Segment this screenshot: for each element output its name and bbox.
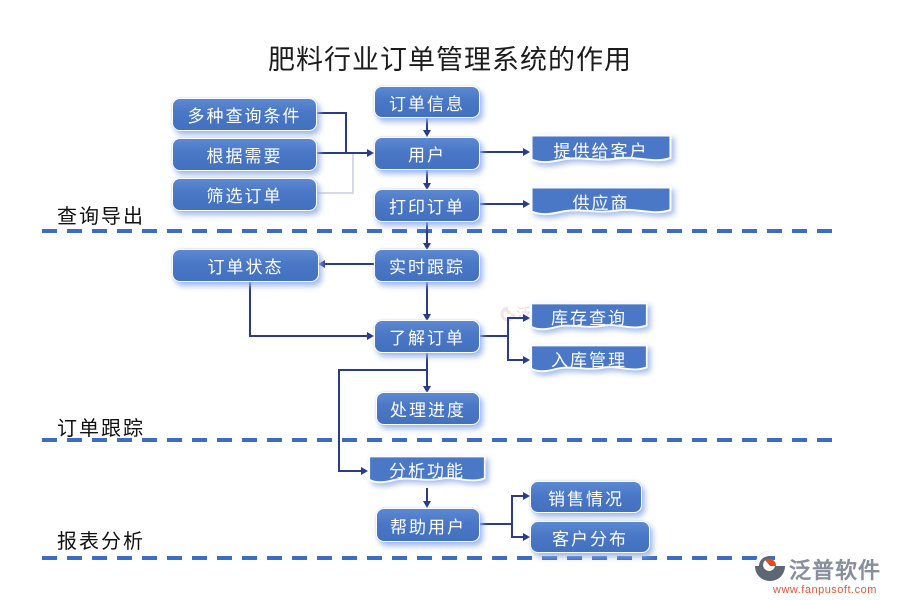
node-process-progress: 处理进度 xyxy=(376,392,480,425)
diagram-title: 肥料行业订单管理系统的作用 xyxy=(268,45,632,75)
connector-line xyxy=(478,335,509,337)
arrowhead xyxy=(423,183,431,190)
connector-line xyxy=(315,152,367,154)
node-multi-query: 多种查询条件 xyxy=(172,98,317,131)
node-order-status: 订单状态 xyxy=(172,249,319,282)
arrowhead xyxy=(523,533,530,541)
connector-line xyxy=(511,495,513,538)
node-label: 根据需要 xyxy=(206,147,283,166)
connector-line-faint xyxy=(352,154,354,194)
section-divider-3 xyxy=(42,556,775,560)
connector-line xyxy=(426,116,428,131)
node-label: 库存查询 xyxy=(551,309,627,328)
arrowhead xyxy=(367,149,374,157)
node-label: 订单信息 xyxy=(389,94,465,114)
connector-line xyxy=(478,151,524,153)
node-help-user: 帮助用户 xyxy=(376,508,480,542)
connector-line xyxy=(478,523,513,525)
section-divider-2 xyxy=(42,438,840,442)
arrowhead xyxy=(523,492,530,500)
flag-shape xyxy=(368,455,486,484)
node-print-order: 打印订单 xyxy=(374,189,480,222)
arrowhead xyxy=(523,200,530,208)
connector-line xyxy=(249,280,251,337)
node-stock-in: 入库管理 xyxy=(530,344,648,377)
node-customer-dist: 客户分布 xyxy=(530,521,650,553)
node-label: 帮助用户 xyxy=(390,517,466,537)
node-provide-customer: 提供给客户 xyxy=(530,134,672,168)
arrowhead xyxy=(423,501,431,508)
arrowhead xyxy=(423,130,431,137)
connector-line xyxy=(426,488,428,502)
connector-line xyxy=(426,220,428,244)
node-label: 多种查询条件 xyxy=(187,107,302,126)
node-filter-orders: 筛选订单 xyxy=(172,178,317,211)
node-label: 销售情况 xyxy=(548,489,624,509)
node-label: 实时跟踪 xyxy=(389,258,465,277)
node-label: 订单状态 xyxy=(207,258,284,277)
connector-line xyxy=(426,168,428,184)
arrowhead xyxy=(423,243,431,250)
node-label: 筛选订单 xyxy=(206,187,283,206)
node-order-info: 订单信息 xyxy=(374,86,480,118)
arrowhead xyxy=(361,467,368,475)
section-label-order-tracking: 订单跟踪 xyxy=(57,418,145,440)
node-label: 分析功能 xyxy=(389,462,465,481)
arrowhead xyxy=(423,314,431,321)
node-label: 打印订单 xyxy=(389,198,465,217)
flag-shape xyxy=(530,134,672,163)
connector-line xyxy=(507,317,524,319)
flag-shape xyxy=(530,186,672,215)
node-label: 处理进度 xyxy=(390,401,466,420)
arrowhead xyxy=(523,356,530,364)
logo-brand-text: 泛普软件 xyxy=(789,558,882,583)
logo-url-text: www.fanpusoft.com xyxy=(773,584,877,596)
section-label-report-analysis: 报表分析 xyxy=(57,531,145,553)
node-stock-query: 库存查询 xyxy=(530,302,648,335)
connector-line xyxy=(426,280,428,315)
arrowhead xyxy=(367,332,374,340)
connector-line xyxy=(511,536,524,538)
node-know-order: 了解订单 xyxy=(374,320,480,353)
connector-line xyxy=(338,369,340,472)
arrowhead xyxy=(423,386,431,393)
connector-line xyxy=(345,112,347,154)
arrowhead xyxy=(523,148,530,156)
node-label: 入库管理 xyxy=(551,351,627,370)
node-label: 供应商 xyxy=(572,193,630,213)
section-divider-1 xyxy=(42,229,840,233)
node-user: 用户 xyxy=(374,137,480,170)
connector-line xyxy=(249,335,368,337)
node-label: 客户分布 xyxy=(552,529,628,549)
connector-line xyxy=(507,317,509,361)
fanpu-logo-icon xyxy=(755,551,785,581)
fanpu-logo: 泛普软件 www.fanpusoft.com xyxy=(753,550,881,596)
connector-line xyxy=(507,359,524,361)
node-supplier: 供应商 xyxy=(530,186,672,220)
node-sales-status: 销售情况 xyxy=(530,481,642,513)
connector-line xyxy=(511,495,524,497)
node-realtime-track: 实时跟踪 xyxy=(374,249,480,282)
logo-row: 泛普软件 xyxy=(753,550,881,582)
connector-line-faint xyxy=(315,192,354,194)
arrowhead xyxy=(318,260,325,268)
arrowhead xyxy=(523,314,530,322)
flag-shape xyxy=(530,344,648,373)
connector-line xyxy=(478,203,524,205)
connector-line xyxy=(338,369,428,371)
connector-line xyxy=(325,263,374,265)
node-label: 了解订单 xyxy=(389,329,465,348)
section-label-query-export: 查询导出 xyxy=(57,206,145,228)
node-label: 用户 xyxy=(408,146,446,165)
connector-line xyxy=(338,470,362,472)
connector-line xyxy=(315,112,347,114)
node-by-need: 根据需要 xyxy=(172,138,317,171)
node-analysis-func: 分析功能 xyxy=(368,455,486,488)
node-label: 提供给客户 xyxy=(553,141,649,161)
flag-shape xyxy=(530,302,648,331)
